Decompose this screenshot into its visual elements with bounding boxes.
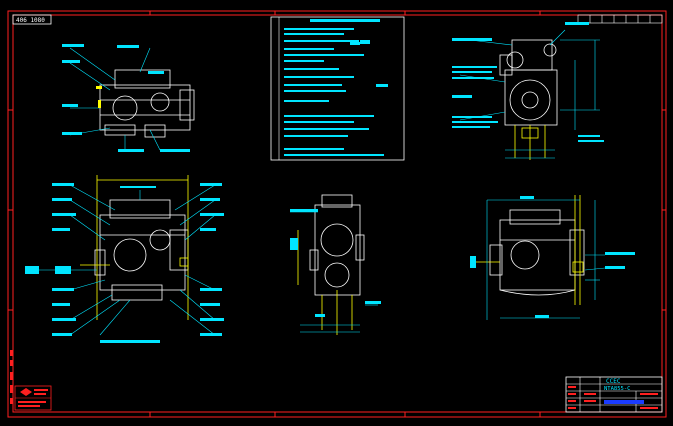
- left-margin-labels: [10, 350, 13, 404]
- title-block-highlight: [604, 400, 644, 404]
- border-ticks: [8, 11, 666, 417]
- title-block-model: NTA855-C: [604, 386, 631, 392]
- front-view-center[interactable]: [290, 194, 381, 335]
- title-block: CCEC NTA855-C: [565, 376, 663, 413]
- title-block-company: CCEC: [606, 378, 621, 385]
- corner-tag-text: 406 1080: [16, 17, 45, 24]
- front-top-view[interactable]: [62, 44, 195, 152]
- company-logo: [14, 385, 52, 411]
- corner-tag: 406 1080: [12, 14, 52, 25]
- notes-panel: [270, 16, 405, 161]
- drawing-border: [7, 10, 667, 418]
- side-view-left[interactable]: [25, 175, 224, 343]
- revision-grid: [577, 14, 663, 24]
- end-view-top-right[interactable]: [452, 22, 604, 160]
- side-view-right[interactable]: [470, 195, 635, 320]
